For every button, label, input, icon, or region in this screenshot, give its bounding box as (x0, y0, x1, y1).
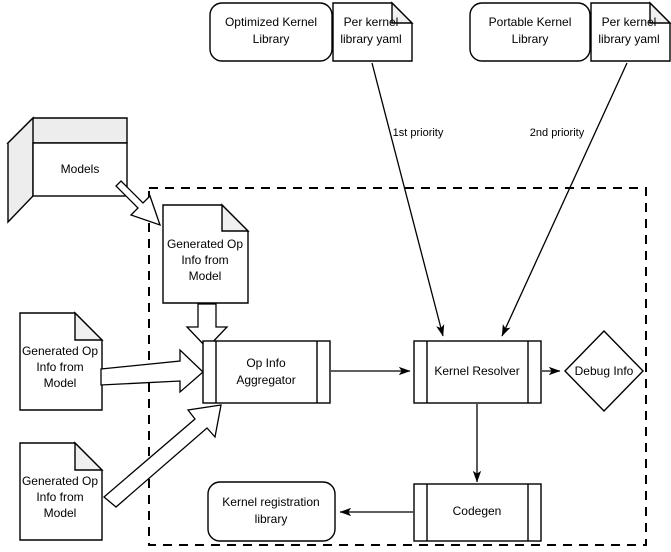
optimized-kernel-library-label-line2: Library (253, 32, 290, 46)
per-kernel-library-yaml-1-fold-icon (391, 1, 414, 24)
node-generated-op-info-from-model-2[interactable]: Generated Op Info from Model (19, 311, 104, 411)
models-cube-left-face (7, 116, 34, 224)
node-generated-op-info-from-model-1[interactable]: Generated Op Info from Model (162, 203, 250, 304)
kernel-registration-library-label-line2: library (255, 512, 288, 526)
codegen-label: Codegen (453, 504, 502, 518)
portable-kernel-library-shape (469, 2, 591, 62)
generated-op-info-3-label-line2: Info from (36, 490, 83, 504)
generated-op-info-1-label-line2: Info from (181, 253, 228, 267)
kernel-registration-library-shape (207, 481, 336, 542)
generated-op-info-3-fold-icon (74, 441, 104, 471)
debug-info-label: Debug Info (575, 364, 634, 378)
node-kernel-registration-library[interactable]: Kernel registration library (207, 481, 336, 542)
per-kernel-library-yaml-2-label-line2: library yaml (598, 32, 659, 46)
portable-kernel-library-label-line1: Portable Kernel (489, 15, 572, 29)
edge-label-2nd-priority: 2nd priority (530, 127, 585, 139)
generated-op-info-1-label-line3: Model (189, 269, 222, 283)
generated-op-info-1-fold-icon (221, 203, 250, 232)
op-info-aggregator-label-line1: Op Info (246, 356, 286, 370)
kernel-resolver-label: Kernel Resolver (434, 364, 519, 378)
generated-op-info-1-label-line1: Generated Op (167, 237, 243, 251)
edge-models-to-generated-op-info-1 (115, 180, 162, 227)
models-label: Models (61, 162, 100, 176)
generated-op-info-2-label-line1: Generated Op (22, 344, 98, 358)
edge-yaml1-to-kernel-resolver (371, 62, 445, 337)
node-per-kernel-library-yaml-2[interactable]: Per kernel library yaml (590, 1, 671, 62)
edge-generated-op-info-1-to-aggregator (185, 303, 229, 349)
node-models[interactable]: Models (6, 116, 128, 224)
optimized-kernel-library-label-line1: Optimized Kernel (225, 15, 317, 29)
models-cube-front-face (32, 142, 128, 197)
op-info-aggregator-shape (202, 340, 331, 404)
per-kernel-library-yaml-2-fold-icon (649, 1, 671, 24)
node-debug-info[interactable]: Debug Info (564, 329, 644, 413)
generated-op-info-2-label-line2: Info from (36, 360, 83, 374)
node-codegen[interactable]: Codegen (413, 483, 542, 542)
node-per-kernel-library-yaml-1[interactable]: Per kernel library yaml (332, 1, 414, 62)
node-portable-kernel-library[interactable]: Portable Kernel Library (469, 2, 591, 62)
edge-generated-op-info-3-to-aggregator (102, 404, 222, 508)
edge-label-1st-priority: 1st priority (393, 127, 444, 139)
optimized-kernel-library-shape (209, 2, 333, 62)
kernel-registration-library-label-line1: Kernel registration (222, 495, 319, 509)
edge-generated-op-info-2-to-aggregator (100, 348, 204, 394)
node-kernel-resolver[interactable]: Kernel Resolver (413, 340, 542, 404)
debug-info-shape (564, 329, 644, 413)
per-kernel-library-yaml-1-label-line2: library yaml (340, 32, 401, 46)
codegen-shape (413, 483, 542, 542)
op-info-aggregator-label-line2: Aggregator (236, 373, 295, 387)
generated-op-info-2-fold-icon (74, 311, 104, 341)
portable-kernel-library-label-line2: Library (512, 32, 549, 46)
kernel-resolver-shape (413, 340, 542, 404)
per-kernel-library-yaml-1-label-line1: Per kernel (344, 15, 399, 29)
generated-op-info-3-label-line3: Model (44, 506, 77, 520)
edge-yaml2-to-kernel-resolver (501, 62, 628, 337)
generated-op-info-3-label-line1: Generated Op (22, 474, 98, 488)
node-op-info-aggregator[interactable]: Op Info Aggregator (202, 340, 331, 404)
node-generated-op-info-from-model-3[interactable]: Generated Op Info from Model (19, 441, 104, 541)
generated-op-info-2-label-line3: Model (44, 376, 77, 390)
node-optimized-kernel-library[interactable]: Optimized Kernel Library (209, 2, 333, 62)
system-boundary (148, 187, 647, 546)
per-kernel-library-yaml-2-label-line1: Per kernel (602, 15, 657, 29)
